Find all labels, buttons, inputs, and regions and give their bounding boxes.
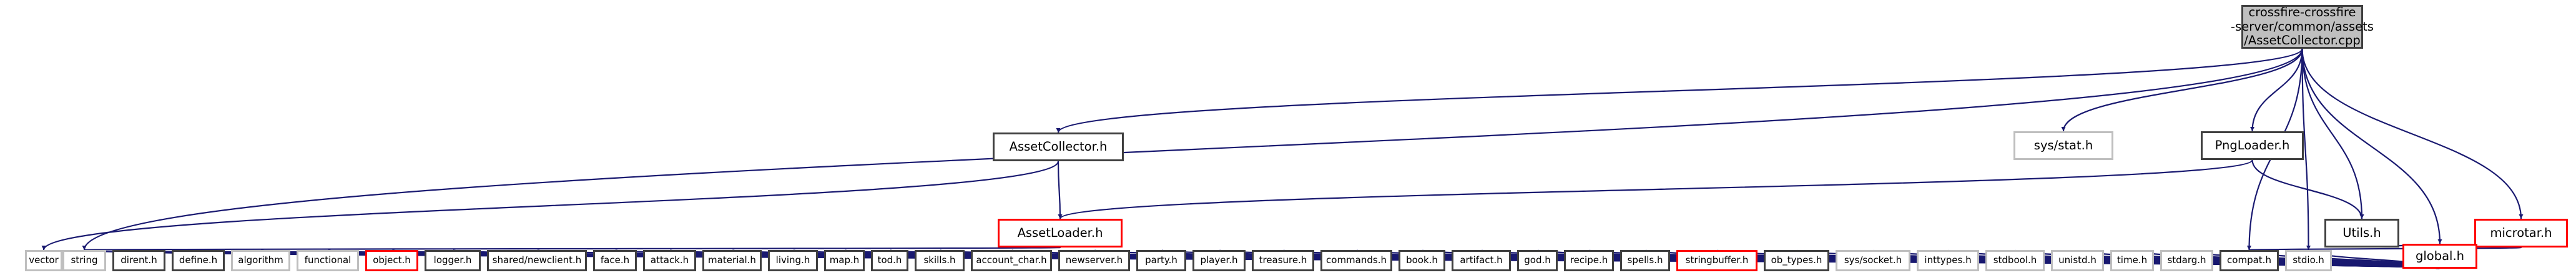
edge-PngLoader_h-to-Utils_h [2251,159,2364,219]
node-utils-h[interactable]: Utils.h [2324,219,2399,248]
node-attack-h[interactable]: attack.h [643,250,696,271]
node-global-h[interactable]: global.h [2402,244,2477,269]
edge-root-to-microtar_h [2301,48,2524,219]
root-file-line-3: /AssetCollector.cpp [2244,33,2361,48]
edge-AssetCollector_h-to-vector [41,161,1059,251]
node-dirent-h[interactable]: dirent.h [112,250,165,271]
node-material-h[interactable]: material.h [702,250,762,271]
node-time-h: time.h [2110,250,2154,271]
node-object-h[interactable]: object.h [365,250,418,271]
node-logger-h[interactable]: logger.h [425,250,481,271]
node-vector: vector [25,250,62,271]
edge-root-to-sys_stat_h [2061,48,2303,132]
node-microtar-h[interactable]: microtar.h [2474,219,2568,248]
node-artifact-h[interactable]: artifact.h [1452,250,1511,271]
node-define-h[interactable]: define.h [172,250,225,271]
root-file-line-1: crossfire-crossfire [2248,5,2356,20]
node-book-h[interactable]: book.h [1399,250,1445,271]
node-string: string [62,250,106,271]
edge-root-to-PngLoader_h [2250,48,2303,132]
node-face-h[interactable]: face.h [593,250,637,271]
edge-PngLoader_h-to-AssetLoader_h [1058,159,2253,219]
edge-AssetLoader_h-to-string [83,245,1061,251]
node-functional: functional [297,250,359,271]
node-newserver-h[interactable]: newserver.h [1058,250,1130,271]
edge-root-to-Utils_h [2301,48,2364,219]
node-ob-types-h[interactable]: ob_types.h [1764,250,1829,271]
edge-AssetCollector_h-to-AssetLoader_h [1057,161,1063,219]
node-living-h[interactable]: living.h [768,250,818,271]
edge-root-to-AssetCollector_h [1056,48,2303,133]
node-recipe-h[interactable]: recipe.h [1564,250,1614,271]
node-compat-h[interactable]: compat.h [2220,250,2279,271]
node-map-h[interactable]: map.h [824,250,865,271]
node-stdarg-h: stdarg.h [2160,250,2213,271]
node-party-h[interactable]: party.h [1136,250,1186,271]
node-assetcollector-h[interactable]: AssetCollector.h [993,132,1124,161]
edge-root-to-stdio_h [2301,48,2311,251]
node-spells-h[interactable]: spells.h [1620,250,1670,271]
node-stdio-h: stdio.h [2285,250,2332,271]
root-file-node[interactable]: crossfire-crossfire -server/common/asset… [2231,5,2374,49]
node-algorithm: algorithm [231,250,290,271]
node-stringbuffer-h[interactable]: stringbuffer.h [1676,250,1757,271]
node-treasure-h[interactable]: treasure.h [1252,250,1314,271]
edge-root-to-string [82,48,2303,251]
node-skills-h[interactable]: skills.h [915,250,965,271]
node-inttypes-h: inttypes.h [1917,250,1979,271]
node-shared-newclient-h[interactable]: shared/newclient.h [487,250,587,271]
node-unistd-h: unistd.h [2051,250,2104,271]
node-sys-socket-h: sys/socket.h [1836,250,1910,271]
node-player-h[interactable]: player.h [1192,250,1246,271]
node-commands-h[interactable]: commands.h [1320,250,1392,271]
node-account-char-h[interactable]: account_char.h [971,250,1052,271]
node-assetloader-h[interactable]: AssetLoader.h [998,219,1123,248]
node-stdbool-h: stdbool.h [1985,250,2045,271]
node-tod-h[interactable]: tod.h [871,250,908,271]
node-pngloader-h[interactable]: PngLoader.h [2201,131,2304,160]
node-sys-stat-h: sys/stat.h [2013,131,2113,160]
node-god-h[interactable]: god.h [1517,250,1558,271]
root-file-line-2: -server/common/assets [2231,19,2374,34]
edge-root-to-global_h [2301,48,2442,244]
include-edges [41,48,2524,270]
edge-microtar_h-to-compat_h [2248,245,2522,251]
